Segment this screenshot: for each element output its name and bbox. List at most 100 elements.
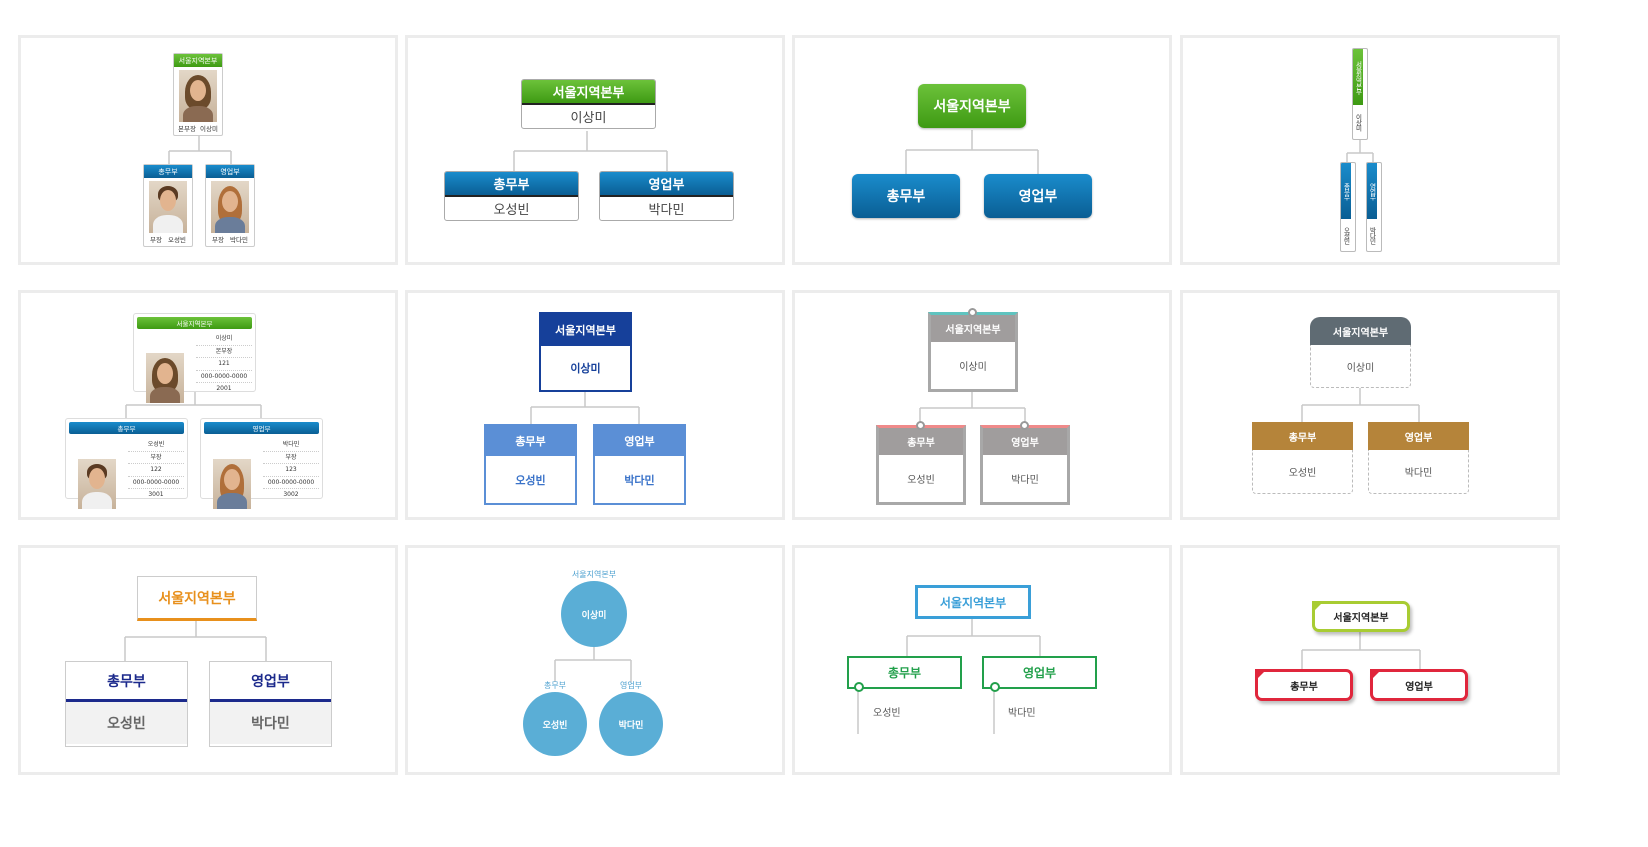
connector-lines (554, 646, 632, 682)
node-dept1[interactable]: 총무부 오성빈 (444, 171, 579, 221)
connector-lines (513, 131, 668, 174)
node-top-header: 서울지역본부 (174, 54, 222, 67)
dept2-name: 박다민 (230, 236, 248, 244)
node-dept2[interactable]: 영업부 (1370, 669, 1468, 701)
template-outline-stem[interactable]: 서울지역본부 총무부 오성빈 영업부 박다민 (792, 545, 1172, 775)
node-dept1-header: 총무부 (1252, 422, 1353, 450)
node-top[interactable]: 서울지역본부 본부장 이상미 (173, 53, 223, 136)
template-header-name[interactable]: 서울지역본부 이상미 총무부 오성빈 영업부 박다민 (405, 35, 785, 265)
node-dept1[interactable]: 총무부 오성빈 (1252, 422, 1353, 494)
node-dept1[interactable]: 총무부 오성빈 (484, 424, 577, 505)
node-top[interactable]: 서울지역본부 이상미 (521, 79, 656, 129)
node-dept1-header: 총무부 (144, 165, 192, 178)
node-dept2-header: 영업부 (1368, 422, 1469, 450)
node-dept1[interactable]: 총무부 오성빈 (1340, 162, 1356, 252)
node-dept1-name: 오성빈 (66, 702, 187, 744)
portrait-female (179, 70, 217, 122)
node-dept2-name: 박다민 (1368, 226, 1376, 244)
head-name: 이상미 (196, 333, 252, 346)
node-dept2-name: 박다민 (648, 203, 685, 218)
connector-lines (168, 136, 232, 164)
portrait-female (211, 181, 249, 233)
pin-top-icon (968, 308, 977, 317)
node-dept1[interactable]: 총무부 (847, 656, 962, 689)
template-underline[interactable]: 서울지역본부 총무부 오성빈 영업부 박다민 (18, 545, 398, 775)
node-dept1-header: 총무부 (879, 428, 963, 455)
node-top[interactable]: 서울지역본부 이상미 (1352, 48, 1368, 140)
node-dept2[interactable]: 영업부 박다민 (593, 424, 686, 505)
node-top[interactable]: 서울지역본부 (915, 585, 1031, 619)
node-top[interactable]: 서울지역본부 이상미 (928, 312, 1018, 392)
dept2-ext: 123 (263, 464, 319, 477)
pin-dept1-icon (916, 421, 925, 430)
corner-tag-icon (1370, 669, 1382, 681)
node-top[interactable]: 서울지역본부 이상미 본부장 121 000-0000-0000 2001 (133, 313, 256, 403)
dept2-title: 부장 (263, 452, 319, 464)
dept2-no: 3002 (283, 491, 299, 498)
node-top-header: 서울지역본부 (541, 314, 630, 346)
node-top[interactable]: 서울지역본부 이상미 (539, 312, 632, 392)
template-glossy[interactable]: 서울지역본부 총무부 영업부 (792, 35, 1172, 265)
portrait-female (146, 353, 184, 403)
node-top[interactable]: 서울지역본부 이상미 (1310, 317, 1411, 388)
portrait-male (149, 181, 187, 233)
template-circle[interactable]: 서울지역본부 이상미 총무부 오성빈 영업부 박다민 (405, 545, 785, 775)
node-top[interactable]: 서울지역본부 (137, 576, 257, 621)
node-dept1[interactable]: 총무부 부장 오성빈 (143, 164, 193, 247)
node-dept2[interactable]: 영업부 박다민 (599, 171, 734, 221)
node-dept1-name: 오성빈 (493, 203, 530, 218)
template-tab-dotted[interactable]: 서울지역본부 이상미 총무부 오성빈 영업부 박다민 (1180, 290, 1560, 520)
dept1-no: 3001 (148, 491, 164, 498)
node-dept1-header: 총무부 (1341, 163, 1351, 219)
node-top-header: 서울지역본부 (931, 315, 1015, 342)
node-dept2-name: 박다민 (210, 702, 331, 744)
node-top-header: 서울지역본부 (522, 80, 655, 105)
node-top-name: 이상미 (570, 111, 607, 126)
node-dept1-name: 오성빈 (873, 708, 901, 719)
node-dept2[interactable]: 박다민 (599, 692, 663, 756)
template-gray-pin[interactable]: 서울지역본부 이상미 총무부 오성빈 영업부 박다민 (792, 290, 1172, 520)
node-dept2[interactable]: 영업부 박다민 (980, 425, 1070, 505)
node-dept1[interactable]: 총무부 오성빈 부장 122 000-0000-0000 3001 (65, 418, 188, 509)
node-dept2-header: 영업부 (204, 422, 319, 434)
connector-lines (857, 619, 1041, 734)
node-dept2-header: 영업부 (983, 428, 1067, 455)
node-top[interactable]: 서울지역본부 (918, 84, 1026, 128)
node-dept2[interactable]: 영업부 (982, 656, 1097, 689)
node-dept2[interactable]: 영업부 박다민 (1366, 162, 1382, 252)
template-corner-tag[interactable]: 서울지역본부 총무부 영업부 (1180, 545, 1560, 775)
head-phone: 000-0000-0000 (196, 371, 252, 383)
node-top-name: 이상미 (1310, 345, 1411, 388)
node-dept2[interactable]: 영업부 부장 박다민 (205, 164, 255, 247)
node-dept2-header: 영업부 (206, 165, 254, 178)
dept2-phone: 000-0000-0000 (263, 477, 319, 489)
node-top-label: 서울지역본부 (571, 569, 617, 579)
node-dept1[interactable]: 총무부 (852, 174, 960, 218)
template-vertical[interactable]: 서울지역본부 이상미 총무부 오성빈 영업부 박다민 (1180, 35, 1560, 265)
dept1-title: 부장 (128, 452, 184, 464)
connector-lines (530, 392, 640, 424)
dept1-name: 오성빈 (128, 439, 184, 452)
dept2-name: 박다민 (263, 439, 319, 452)
dept1-ext: 122 (128, 464, 184, 477)
template-detail-card[interactable]: 서울지역본부 이상미 본부장 121 000-0000-0000 2001 총무… (18, 290, 398, 520)
node-dept2[interactable]: 영업부 (984, 174, 1092, 218)
connector-lines (1301, 388, 1420, 422)
node-top[interactable]: 서울지역본부 (1312, 601, 1410, 632)
node-top-header: 서울지역본부 (1353, 49, 1363, 105)
node-dept1[interactable]: 오성빈 (523, 692, 587, 756)
node-dept1[interactable]: 총무부 (1255, 669, 1353, 701)
node-dept2[interactable]: 영업부 박다민 부장 123 000-0000-0000 3002 (200, 418, 323, 509)
node-dept2-name: 박다민 (1011, 474, 1039, 486)
node-top[interactable]: 이상미 (561, 581, 627, 647)
node-dept2[interactable]: 영업부 박다민 (209, 661, 332, 747)
head-title: 본부장 (196, 346, 252, 358)
template-photo-card[interactable]: 서울지역본부 본부장 이상미 총무부 부장 오성빈 영업부 부장 (18, 35, 398, 265)
node-dept1[interactable]: 총무부 오성빈 (876, 425, 966, 505)
node-dept1[interactable]: 총무부 오성빈 (65, 661, 188, 747)
node-top-name: 이상미 (1354, 113, 1362, 131)
template-flat-blue[interactable]: 서울지역본부 이상미 총무부 오성빈 영업부 박다민 (405, 290, 785, 520)
node-dept2[interactable]: 영업부 박다민 (1368, 422, 1469, 494)
portrait-female (213, 459, 251, 509)
head-no: 2001 (216, 385, 232, 392)
